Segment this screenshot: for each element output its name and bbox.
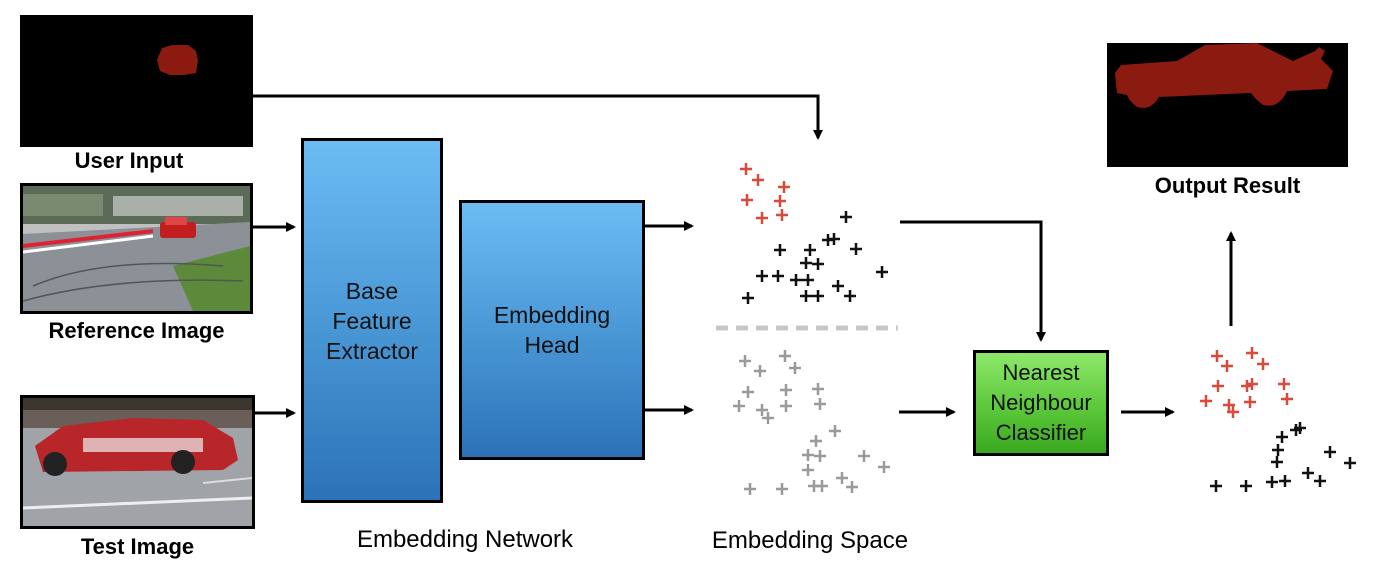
nearest-neighbour-classifier-block: Nearest Neighbour Classifier <box>973 350 1109 456</box>
classified-negative-point <box>1290 424 1302 436</box>
classified-positive-point <box>1227 406 1239 418</box>
test-unlabeled-point <box>756 404 768 416</box>
car-scribble-mask <box>157 45 198 75</box>
test-unlabeled-point <box>814 450 826 462</box>
test-unlabeled-point <box>858 450 870 462</box>
test-unlabeled-point <box>816 480 828 492</box>
test-unlabeled-point <box>814 398 826 410</box>
classified-positive-point <box>1278 378 1290 390</box>
reference-negative-point <box>800 257 812 269</box>
classified-positive-point <box>1281 393 1293 405</box>
reference-negative-point <box>742 292 754 304</box>
output-result-label: Output Result <box>1154 173 1301 198</box>
classified-positive-point <box>1246 378 1258 390</box>
reference-positive-point <box>756 212 768 224</box>
reference-negative-point <box>774 244 786 256</box>
reference-negative-point <box>804 244 816 256</box>
test-unlabeled-point <box>789 362 801 374</box>
reference-image-label: Reference Image <box>48 318 225 343</box>
classified-positive-point <box>1200 395 1212 407</box>
output-result-mask <box>1107 43 1348 167</box>
test-unlabeled-point <box>802 464 814 476</box>
test-unlabeled-point <box>812 383 824 395</box>
base-feature-extractor-label: Base Feature Extractor <box>325 277 419 364</box>
classified-positive-point <box>1211 350 1223 362</box>
test-unlabeled-point <box>829 425 841 437</box>
classified-positive-point <box>1246 347 1258 359</box>
test-unlabeled-point <box>739 355 751 367</box>
reference-negative-point <box>844 290 856 302</box>
reference-negative-point <box>800 290 812 302</box>
reference-negative-point <box>772 270 784 282</box>
reference-negative-point <box>850 243 862 255</box>
arrow-user-input-to-space <box>253 94 823 140</box>
classified-negative-point <box>1344 457 1356 469</box>
reference-positive-point <box>752 174 764 186</box>
reference-positive-point <box>741 194 753 206</box>
test-unlabeled-point <box>779 350 791 362</box>
test-unlabeled-point <box>742 386 754 398</box>
test-unlabeled-point <box>810 435 822 447</box>
classified-positive-point <box>1257 358 1269 370</box>
arrow-reference-embedding-to-classifier <box>900 220 1046 342</box>
nearest-neighbour-classifier-label: Nearest Neighbour Classifier <box>990 360 1092 445</box>
classified-negative-point <box>1314 475 1326 487</box>
reference-negative-point <box>812 290 824 302</box>
test-unlabeled-point <box>780 384 792 396</box>
classified-negative-point <box>1266 476 1278 488</box>
base-feature-extractor-block: Base Feature Extractor <box>301 138 443 503</box>
reference-negative-point <box>828 233 840 245</box>
classified-negative-point <box>1302 467 1314 479</box>
user-input-mask <box>20 15 253 147</box>
reference-negative-point <box>812 258 824 270</box>
embedding-network-caption: Embedding Network <box>356 526 574 553</box>
classified-positive-point <box>1223 399 1235 411</box>
test-unlabeled-point <box>776 483 788 495</box>
test-unlabeled-point <box>744 483 756 495</box>
reference-negative-point <box>802 274 814 286</box>
embedding-head-label: Embedding Head <box>493 302 611 358</box>
reference-negative-point <box>790 274 802 286</box>
user-input-label: User Input <box>74 148 184 173</box>
classified-negative-point <box>1324 446 1336 458</box>
test-unlabeled-point <box>754 365 766 377</box>
reference-positive-point <box>740 163 752 175</box>
classified-positive-point <box>1212 380 1224 392</box>
test-image <box>20 395 255 529</box>
classified-negative-point <box>1276 431 1288 443</box>
test-unlabeled-point <box>802 449 814 461</box>
test-unlabeled-point <box>878 461 890 473</box>
reference-image-picture <box>23 186 250 311</box>
classified-positive-point <box>1244 396 1256 408</box>
reference-negative-point <box>756 270 768 282</box>
reference-positive-point <box>776 209 788 221</box>
classified-negative-point <box>1272 444 1284 456</box>
reference-positive-point <box>774 195 786 207</box>
embedding-space-caption: Embedding Space <box>711 527 909 554</box>
test-unlabeled-point <box>846 481 858 493</box>
classified-negative-point <box>1210 480 1222 492</box>
classified-negative-point <box>1240 480 1252 492</box>
classified-negative-point <box>1279 475 1291 487</box>
test-image-label: Test Image <box>80 534 195 559</box>
car-output-mask <box>1115 43 1333 108</box>
classified-negative-point <box>1271 456 1283 468</box>
test-unlabeled-point <box>762 412 774 424</box>
reference-negative-point <box>832 280 844 292</box>
reference-negative-point <box>876 266 888 278</box>
reference-image <box>20 183 253 314</box>
test-unlabeled-point <box>733 400 745 412</box>
classified-positive-point <box>1221 360 1233 372</box>
reference-positive-point <box>778 181 790 193</box>
test-unlabeled-point <box>836 472 848 484</box>
test-unlabeled-point <box>780 400 792 412</box>
reference-negative-point <box>840 211 852 223</box>
embedding-head-block: Embedding Head <box>459 200 645 460</box>
test-image-picture <box>23 398 252 526</box>
